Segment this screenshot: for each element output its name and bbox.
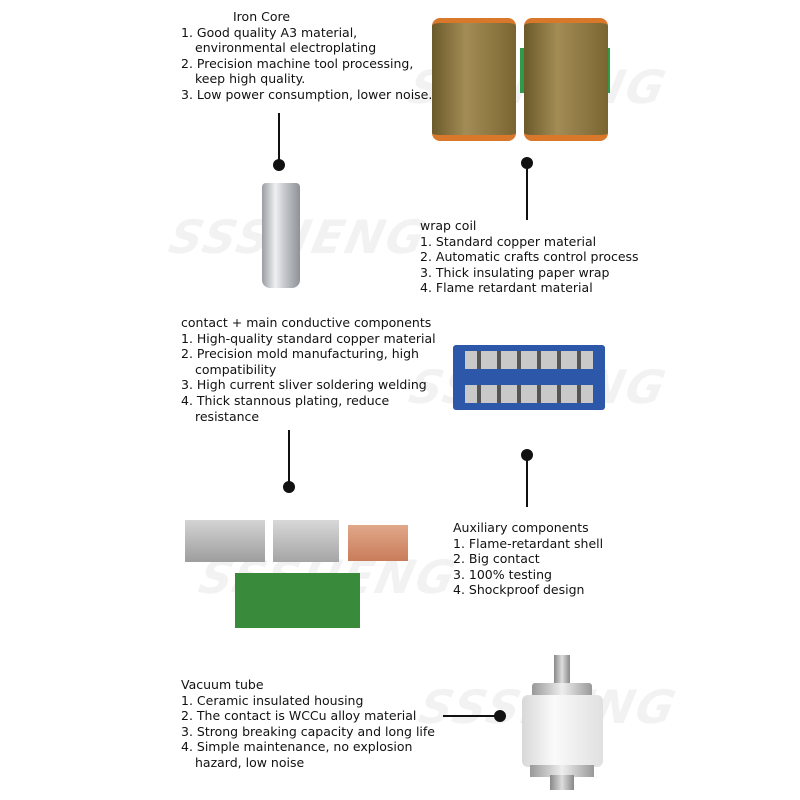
feature-item: 1. Good quality A3 material, <box>181 24 358 40</box>
feature-item: 1. Flame-retardant shell <box>453 535 604 551</box>
contact-text: contact + main conductive components 1. … <box>181 315 436 424</box>
feature-item: compatibility <box>195 361 277 377</box>
connector-line <box>288 430 290 482</box>
feature-item: 2. Precision machine tool processing, <box>181 55 414 71</box>
feature-item: 4. Thick stannous plating, reduce <box>181 392 390 408</box>
connector-dot <box>273 159 285 171</box>
wrap-coil-image <box>420 8 610 141</box>
contact-title: contact + main conductive components <box>181 315 432 330</box>
feature-item: 3. High current sliver soldering welding <box>181 377 427 393</box>
feature-item: 3. 100% testing <box>453 566 552 582</box>
feature-item: 2. Precision mold manufacturing, high <box>181 346 419 362</box>
connector-line <box>526 455 528 507</box>
auxiliary-components-image <box>185 520 425 630</box>
connector-line <box>278 113 280 163</box>
vacuum-tube-title: Vacuum tube <box>181 677 264 692</box>
feature-item: 4. Simple maintenance, no explosion <box>181 739 413 755</box>
feature-item: 3. Thick insulating paper wrap <box>420 264 610 280</box>
iron-core-title: Iron Core <box>233 9 291 24</box>
feature-item: 2. The contact is WCCu alloy material <box>181 708 417 724</box>
iron-core-image <box>262 183 300 288</box>
connector-line <box>443 715 498 717</box>
iron-core-text: Iron Core 1. Good quality A3 material, e… <box>181 9 432 103</box>
feature-item: 1. High-quality standard copper material <box>181 330 436 346</box>
wrap-coil-text: wrap coil 1. Standard copper material 2.… <box>420 218 639 296</box>
feature-item: 4. Shockproof design <box>453 582 585 598</box>
feature-item: 2. Automatic crafts control process <box>420 249 639 265</box>
feature-item: resistance <box>195 408 260 424</box>
feature-item: 1. Standard copper material <box>420 233 597 249</box>
connector-dot <box>283 481 295 493</box>
feature-item: hazard, low noise <box>195 754 305 770</box>
vacuum-tube-text: Vacuum tube 1. Ceramic insulated housing… <box>181 677 435 771</box>
feature-item: 3. Strong breaking capacity and long lif… <box>181 723 435 739</box>
wrap-coil-title: wrap coil <box>420 218 477 233</box>
feature-item: 1. Ceramic insulated housing <box>181 692 364 708</box>
vacuum-tube-image <box>520 655 605 790</box>
connector-dot <box>494 710 506 722</box>
feature-item: keep high quality. <box>195 71 306 87</box>
feature-item: 2. Big contact <box>453 551 540 567</box>
feature-item: 3. Low power consumption, lower noise. <box>181 86 433 102</box>
auxiliary-text: Auxiliary components 1. Flame-retardant … <box>453 520 603 598</box>
auxiliary-title: Auxiliary components <box>453 520 589 535</box>
feature-item: environmental electroplating <box>195 40 377 56</box>
terminal-block-image <box>453 345 605 410</box>
connector-line <box>526 163 528 220</box>
feature-item: 4. Flame retardant material <box>420 280 593 296</box>
